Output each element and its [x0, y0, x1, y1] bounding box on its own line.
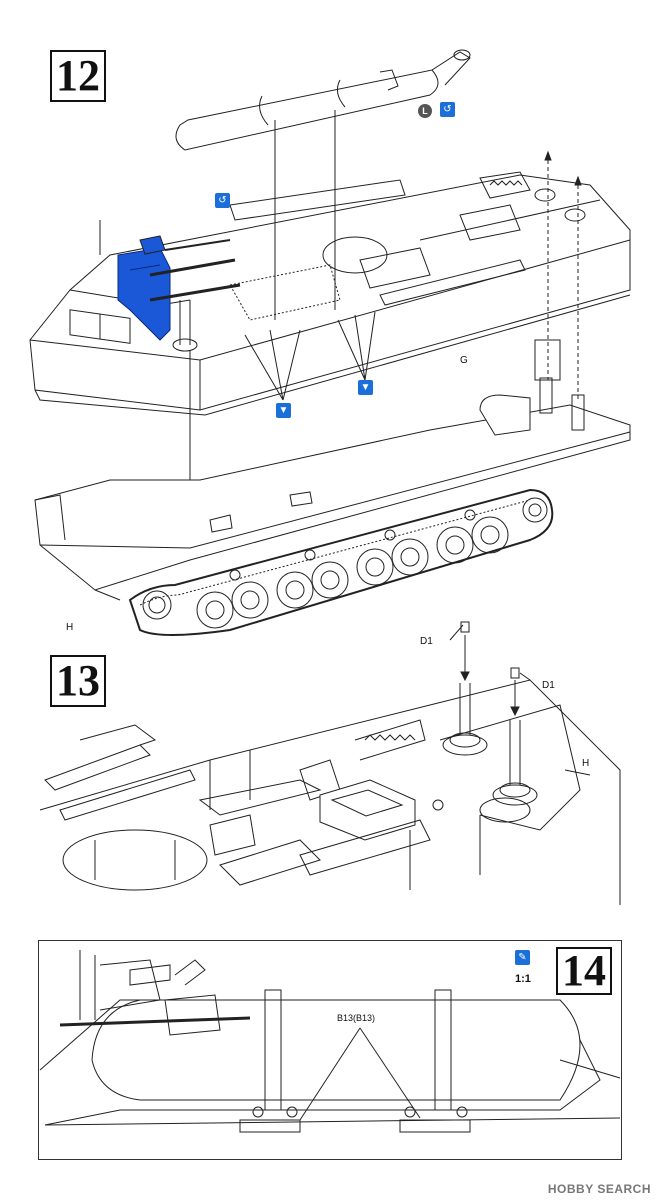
- glue-icon: ▼: [358, 380, 373, 395]
- blue-highlighted-part: [117, 235, 171, 341]
- step-12-number: 12: [50, 50, 106, 102]
- label-d1-second: D1: [542, 680, 555, 691]
- label-d1-first: D1: [420, 636, 433, 647]
- label-g: G: [460, 355, 468, 366]
- label-scale: 1:1: [515, 973, 531, 985]
- label-h-upper: H: [66, 622, 74, 633]
- step-14-frame: [38, 940, 622, 1160]
- rotate-icon: ↺: [440, 102, 455, 117]
- watermark: HOBBY SEARCH: [547, 1182, 651, 1196]
- label-b13: B13(B13): [337, 1013, 376, 1023]
- step-13-number: 13: [50, 655, 106, 707]
- rotate-icon: ↺: [215, 193, 230, 208]
- step14-detail-drawing: [39, 950, 621, 1133]
- top-tube-part: [175, 49, 471, 151]
- lower-hull-part-h: [34, 339, 631, 636]
- upper-hull-part-g: [29, 171, 631, 416]
- step-14-number: 14: [556, 947, 612, 995]
- label-h-lower: H: [582, 758, 590, 769]
- step13-detail-drawing: [39, 621, 621, 905]
- paint-brush-icon: ✎: [515, 950, 530, 965]
- glue-icon: ▼: [276, 403, 291, 418]
- part-l-icon: L: [418, 104, 432, 118]
